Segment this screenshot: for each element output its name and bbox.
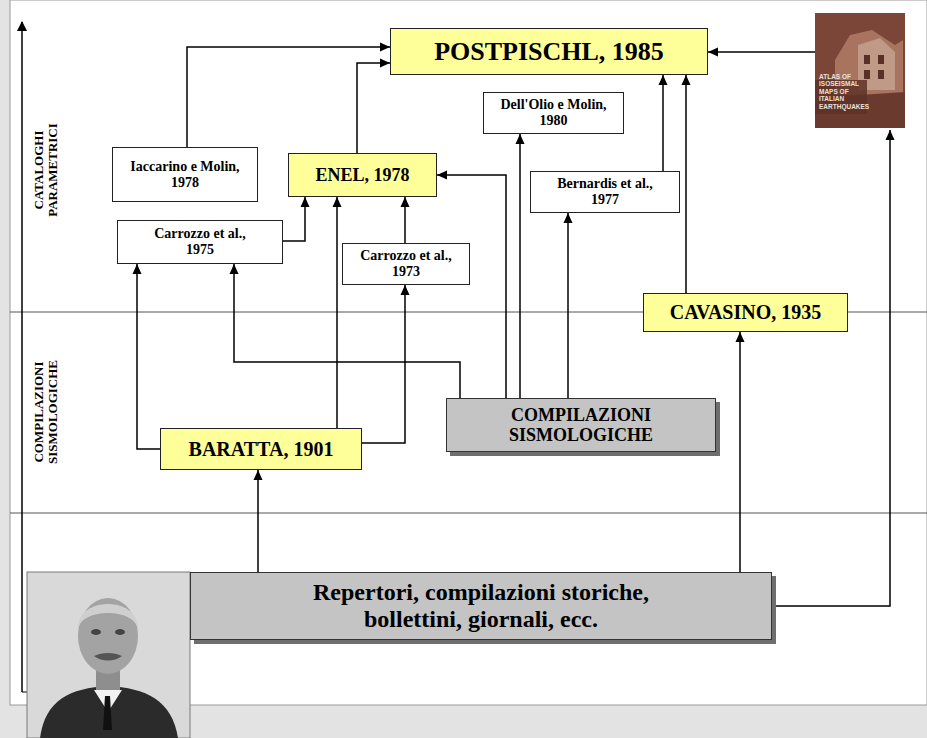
source-box: COMPILAZIONI SISMOLOGICHE xyxy=(446,398,716,452)
node-text: CAVASINO, 1935 xyxy=(670,301,822,323)
node-text: Carrozzo et al., 1975 xyxy=(143,226,258,257)
eye xyxy=(115,629,125,635)
compilation-box: CAVASINO, 1935 xyxy=(643,293,848,332)
cover-ground xyxy=(815,13,905,128)
flow-arrow xyxy=(404,197,406,243)
ruin-window xyxy=(864,55,870,64)
node-text: Iaccarino e Molin, 1978 xyxy=(128,159,243,190)
hair xyxy=(78,604,138,628)
node-text: POSTPISCHL, 1985 xyxy=(434,37,664,66)
node-text: Carrozzo et al., 1973 xyxy=(349,248,464,279)
node-text: Bernardis et al., 1977 xyxy=(548,176,663,207)
ruin-window xyxy=(864,70,870,79)
catalog-box: Dell'Olio e Molin, 1980 xyxy=(483,92,624,134)
tie xyxy=(103,696,112,730)
face xyxy=(78,598,138,674)
time-axis xyxy=(21,22,23,692)
atlas-cover xyxy=(815,13,905,128)
flow-arrow xyxy=(685,75,687,293)
atlas-cover-title: ATLAS OF ISOSEISMAL MAPS OF ITALIAN EART… xyxy=(815,13,905,128)
node-text: ENEL, 1978 xyxy=(315,165,409,185)
catalog-box: ENEL, 1978 xyxy=(288,153,437,197)
flow-arrow xyxy=(519,134,521,398)
flow-arrow xyxy=(283,197,305,241)
catalog-box: POSTPISCHL, 1985 xyxy=(390,28,708,75)
node-text: COMPILAZIONI SISMOLOGICHE xyxy=(461,405,701,445)
ruin-window xyxy=(878,70,884,79)
flow-arrow xyxy=(357,63,390,153)
eye xyxy=(91,629,101,635)
ruin-window xyxy=(878,55,884,64)
photo-frame xyxy=(27,572,190,738)
flow-arrow xyxy=(739,332,741,572)
node-text: BARATTA, 1901 xyxy=(189,438,334,460)
band-divider xyxy=(10,513,927,514)
flow-arrow xyxy=(362,285,405,443)
source-box: Repertori, compilazioni storiche, bollet… xyxy=(190,572,772,640)
band-label: CATALOGHI PARAMETRICI xyxy=(32,110,61,230)
catalog-box: Iaccarino e Molin, 1978 xyxy=(112,147,258,202)
node-text: ATLAS OF ISOSEISMAL MAPS OF ITALIAN EART… xyxy=(819,73,875,110)
catalog-box: Bernardis et al., 1977 xyxy=(530,171,680,213)
node-text: Repertori, compilazioni storiche, bollet… xyxy=(281,579,681,633)
flow-arrow xyxy=(137,264,160,449)
band-label: COMPILAZIONI SISMOLOGICHE xyxy=(32,352,61,472)
flow-arrow xyxy=(336,197,338,428)
portrait-photo xyxy=(27,572,190,738)
flow-arrow xyxy=(567,213,569,398)
flow-arrow xyxy=(257,470,259,572)
flow-arrow xyxy=(708,51,815,53)
node-text: Dell'Olio e Molin, 1980 xyxy=(496,97,611,128)
moustache xyxy=(94,653,122,661)
suit xyxy=(40,686,178,738)
catalog-box: Carrozzo et al., 1975 xyxy=(117,220,283,264)
axis-foot xyxy=(22,692,27,693)
flow-arrow xyxy=(187,47,390,147)
catalog-box: Carrozzo et al., 1973 xyxy=(342,243,470,285)
compilation-box: BARATTA, 1901 xyxy=(160,428,362,470)
flow-arrow xyxy=(772,130,890,606)
flow-arrow xyxy=(437,175,506,398)
flow-arrow xyxy=(662,75,664,171)
